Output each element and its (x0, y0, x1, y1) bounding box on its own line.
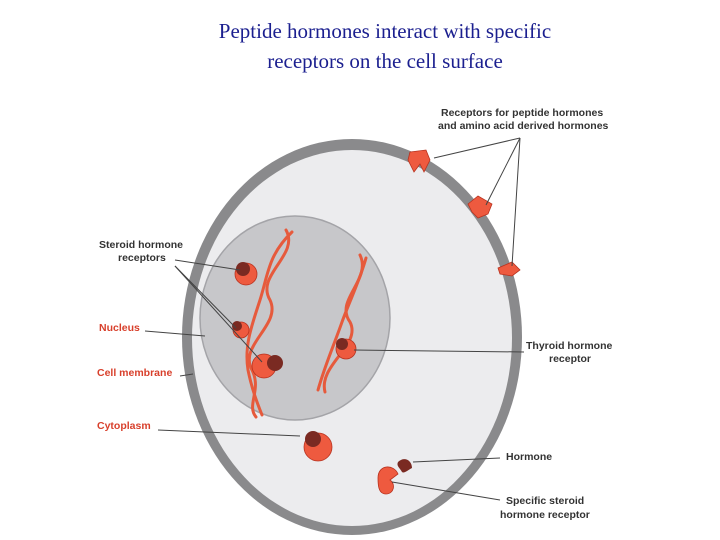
dna-strand-1 (245, 228, 294, 419)
label-nucleus: Nucleus (99, 322, 140, 334)
thyroid-receptor (335, 338, 357, 360)
membrane-receptor-1 (407, 149, 431, 173)
title-line-1: Peptide hormones interact with specific (218, 19, 552, 43)
free-steroid-receptor (377, 466, 399, 495)
label-peptide-receptors-1: Receptors for peptide hormones (441, 107, 603, 119)
membrane-receptor-2 (467, 195, 493, 219)
nucleus (199, 215, 391, 421)
label-specific-receptor-1: Specific steroid (506, 495, 584, 507)
label-specific-receptor-2: hormone receptor (500, 509, 590, 521)
leader-lines (144, 137, 525, 501)
dna-strand-2 (316, 253, 368, 394)
slide-title: Peptide hormones interact with specific … (0, 16, 720, 76)
title-line-2: receptors on the cell surface (267, 49, 503, 73)
free-hormone (397, 459, 412, 473)
label-thyroid-1: Thyroid hormone (526, 340, 612, 352)
label-hormone: Hormone (506, 451, 552, 463)
label-steroid-receptors-1: Steroid hormone (99, 239, 183, 251)
steroid-receptor-lower (251, 353, 283, 379)
label-cell-membrane: Cell membrane (97, 367, 172, 379)
label-steroid-receptors-2: receptors (118, 252, 166, 264)
label-peptide-receptors-2: and amino acid derived hormones (438, 120, 609, 132)
cytoplasmic-receptor (303, 431, 333, 462)
label-cytoplasm: Cytoplasm (97, 420, 151, 432)
label-thyroid-2: receptor (549, 353, 591, 365)
steroid-receptor-upper (234, 262, 258, 286)
membrane-receptor-3 (497, 261, 521, 277)
